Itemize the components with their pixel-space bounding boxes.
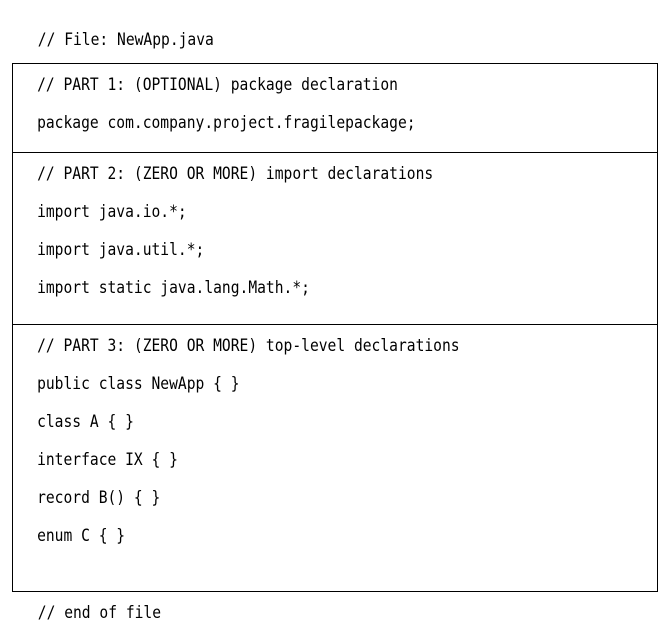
part-1-comment: // PART 1: (OPTIONAL) package declaratio… <box>37 75 398 95</box>
record-declaration: record B() { } <box>37 488 161 508</box>
file-footer-comment: // end of file <box>37 603 162 623</box>
file-header-comment: // File: NewApp.java <box>37 30 214 50</box>
part-1-package-section: // PART 1: (OPTIONAL) package declaratio… <box>13 64 657 153</box>
part-2-comment: // PART 2: (ZERO OR MORE) import declara… <box>37 164 434 184</box>
import-declaration: import java.io.*; <box>37 202 187 222</box>
public-class-declaration: public class NewApp { } <box>37 374 240 394</box>
part-2-imports-section: // PART 2: (ZERO OR MORE) import declara… <box>13 153 657 325</box>
class-declaration: class A { } <box>37 412 134 432</box>
import-declaration: import java.util.*; <box>37 240 205 260</box>
interface-declaration: interface IX { } <box>37 450 178 470</box>
java-file-structure-box: // PART 1: (OPTIONAL) package declaratio… <box>12 63 658 592</box>
enum-declaration: enum C { } <box>37 526 126 546</box>
part-3-comment: // PART 3: (ZERO OR MORE) top-level decl… <box>37 336 460 356</box>
static-import-declaration: import static java.lang.Math.*; <box>37 278 310 298</box>
part-3-top-level-section: // PART 3: (ZERO OR MORE) top-level decl… <box>13 325 657 592</box>
package-declaration: package com.company.project.fragilepacka… <box>37 113 416 133</box>
